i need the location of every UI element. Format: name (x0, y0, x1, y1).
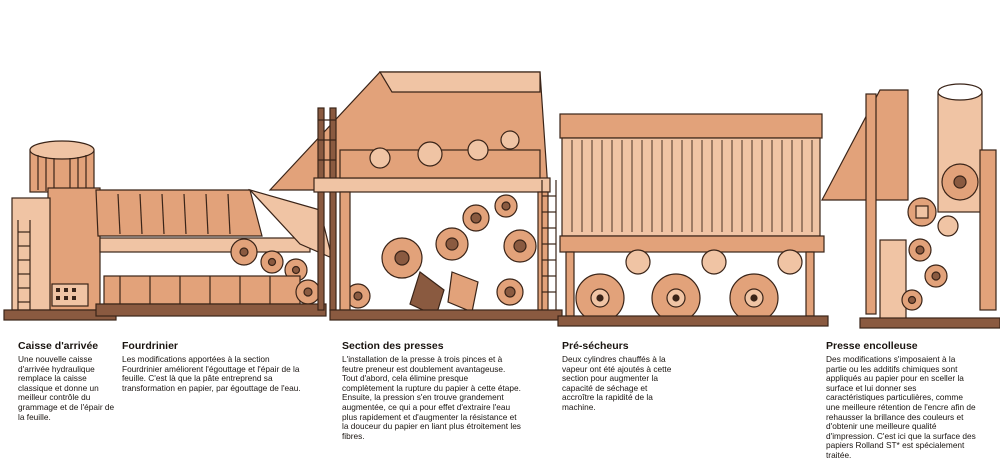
caption-title: Section des presses (342, 340, 444, 352)
paper-machine-illustration (3, 71, 1000, 329)
caption-title: Presse encolleuse (826, 340, 918, 352)
caption-text: Deux cylindres chauffés à la vapeur ont … (562, 354, 672, 412)
caption-title: Pré-sécheurs (562, 340, 629, 352)
caption-size-press: Presse encolleuse Des modifications s'im… (826, 340, 976, 461)
caption-text: Une nouvelle caisse d'arrivée hydrauliqu… (18, 354, 115, 422)
pre-dryers-illustration (557, 113, 829, 327)
caption-text: Des modifications s'imposaient à la part… (826, 354, 976, 460)
size-press-illustration (821, 83, 1000, 329)
headbox-illustration (3, 140, 117, 321)
caption-text: L'installation de la presse à trois pinc… (342, 354, 521, 441)
caption-pre-dryers: Pré-sécheurs Deux cylindres chauffés à l… (562, 340, 678, 413)
caption-fourdrinier: Fourdrinier Les modifications apportées … (122, 340, 308, 393)
press-section-illustration (268, 71, 563, 321)
caption-title: Caisse d'arrivée (18, 340, 99, 352)
caption-headbox: Caisse d'arrivée Une nouvelle caisse d'a… (18, 340, 118, 422)
caption-press-section: Section des presses L'installation de la… (342, 340, 522, 441)
fourdrinier-illustration (95, 188, 333, 317)
caption-text: Les modifications apportées à la section… (122, 354, 301, 393)
caption-title: Fourdrinier (122, 340, 179, 352)
